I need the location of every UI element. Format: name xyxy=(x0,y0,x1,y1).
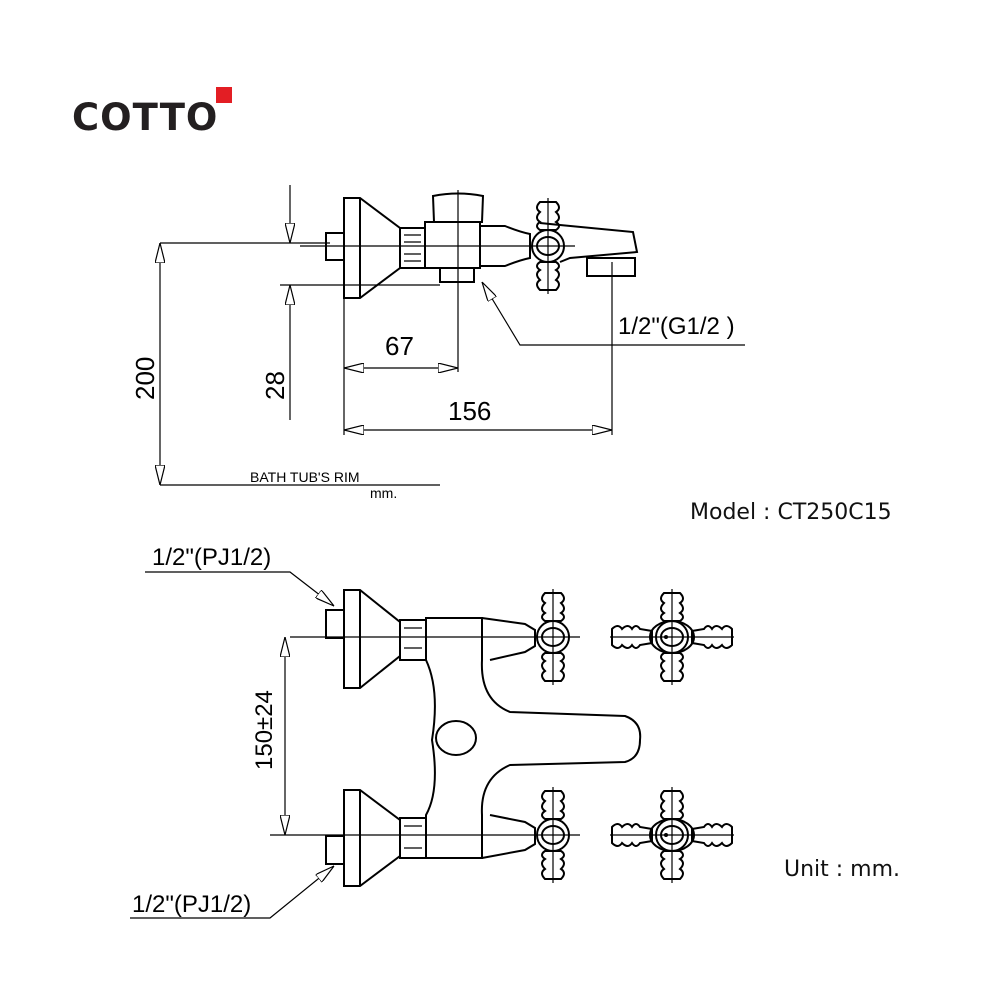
dim-centers: 150±24 xyxy=(251,690,278,770)
side-view-drawing xyxy=(160,185,745,486)
top-view-drawing xyxy=(130,571,734,919)
unit-label: Unit : mm. xyxy=(784,857,901,882)
rim-label: BATH TUB'S RIM xyxy=(250,469,360,485)
rim-unit: mm. xyxy=(370,485,397,501)
inlet-thread-top: 1/2"(PJ1/2) xyxy=(152,544,271,571)
outlet-thread: 1/2"(G1/2 ) xyxy=(618,313,735,340)
dim-offset: 28 xyxy=(260,371,290,400)
inlet-thread-bottom: 1/2"(PJ1/2) xyxy=(132,891,251,918)
dim-spout: 156 xyxy=(448,396,491,426)
brand-logo: COTTO xyxy=(72,96,219,139)
brand-logo-mark xyxy=(216,87,232,103)
dim-height: 200 xyxy=(130,357,160,400)
dim-inlet: 67 xyxy=(385,331,414,361)
model-label: Model : CT250C15 xyxy=(690,500,892,525)
